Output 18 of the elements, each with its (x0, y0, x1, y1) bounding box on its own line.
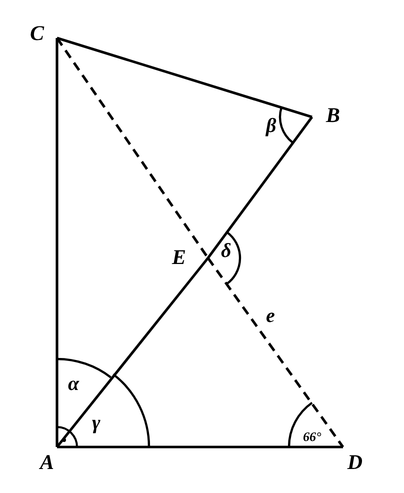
point-label: E (172, 245, 208, 269)
line-segment (56, 38, 58, 447)
point-label: C (30, 22, 57, 44)
point-label: A (37, 447, 57, 477)
angle-label: γ (92, 413, 100, 433)
point-label: B (312, 104, 340, 126)
dashed-line (56, 37, 210, 259)
angle-label: δ (221, 241, 232, 261)
angle-label: e (266, 306, 275, 326)
angle-label: α (68, 374, 80, 394)
line-segment (56, 36, 312, 118)
angle-label: 66° (303, 430, 322, 443)
line-segment (57, 446, 343, 448)
line-segment (56, 257, 210, 448)
line-segment (206, 116, 314, 259)
point-label: D (343, 447, 367, 477)
dashed-line (206, 257, 344, 448)
angle-label: β (266, 116, 276, 136)
